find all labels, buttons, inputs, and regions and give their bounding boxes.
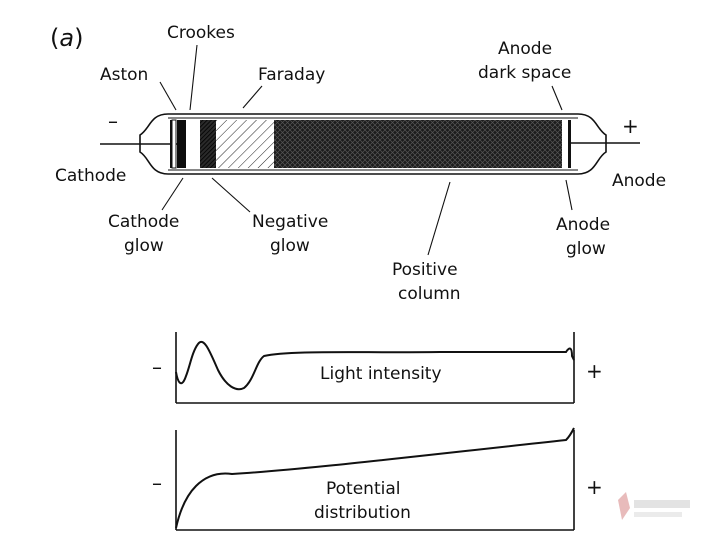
tube-labels: Crookes Aston Faraday Anode dark space –… [55,23,666,304]
anode-dark-space [562,120,568,168]
light-plus-sign: + [586,359,603,383]
leader-faraday [242,85,263,109]
potential-plus-sign: + [586,475,603,499]
label-negative-glow-1: Negative [252,212,328,232]
leader-crookes [189,44,198,111]
potential-label-2: distribution [314,503,411,523]
potential-distribution-graph: Potential distribution – + [152,427,603,531]
crookes-dark-space [186,120,200,168]
potential-minus-sign: – [152,471,162,495]
potential-label-1: Potential [326,479,400,499]
label-faraday: Faraday [258,65,325,85]
label-cathode-glow-2: glow [124,236,164,256]
negative-glow-region [200,120,216,168]
label-anode-dark-space-2: dark space [478,63,571,83]
aston-dark-space [171,119,177,169]
label-anode-glow-2: glow [566,239,606,259]
label-cathode: Cathode [55,166,126,186]
leader-positive-column [427,181,451,256]
tube-plus-sign: + [622,114,639,138]
label-crookes: Crookes [167,23,235,43]
light-intensity-graph: Light intensity – + [152,332,603,404]
potential-curve [175,427,575,529]
anode-plate [568,120,571,168]
tube-envelope [139,113,607,175]
panel-label: (a) [50,24,83,52]
tube-minus-sign: – [108,109,118,133]
leader-cathode-glow [161,177,184,211]
discharge-tube [100,113,640,175]
leader-anode-glow [565,179,573,211]
label-anode-dark-space-1: Anode [498,39,552,59]
light-minus-sign: – [152,355,162,379]
label-aston: Aston [100,65,148,85]
leader-aston [159,81,177,111]
label-cathode-glow-1: Cathode [108,212,179,232]
label-negative-glow-2: glow [270,236,310,256]
leader-negative-glow [211,177,251,213]
label-anode: Anode [612,171,666,191]
label-positive-column-1: Positive [392,260,458,280]
label-positive-column-2: column [398,284,461,304]
watermark-logo [618,492,690,520]
faraday-dark-space [216,120,274,168]
label-anode-glow-1: Anode [556,215,610,235]
positive-column-region [274,120,562,168]
cathode-glow-region [177,120,186,168]
light-intensity-curve [175,341,575,391]
cathode-plate [170,120,172,168]
light-intensity-label: Light intensity [320,364,442,384]
leader-anode-dark-space [551,85,563,111]
